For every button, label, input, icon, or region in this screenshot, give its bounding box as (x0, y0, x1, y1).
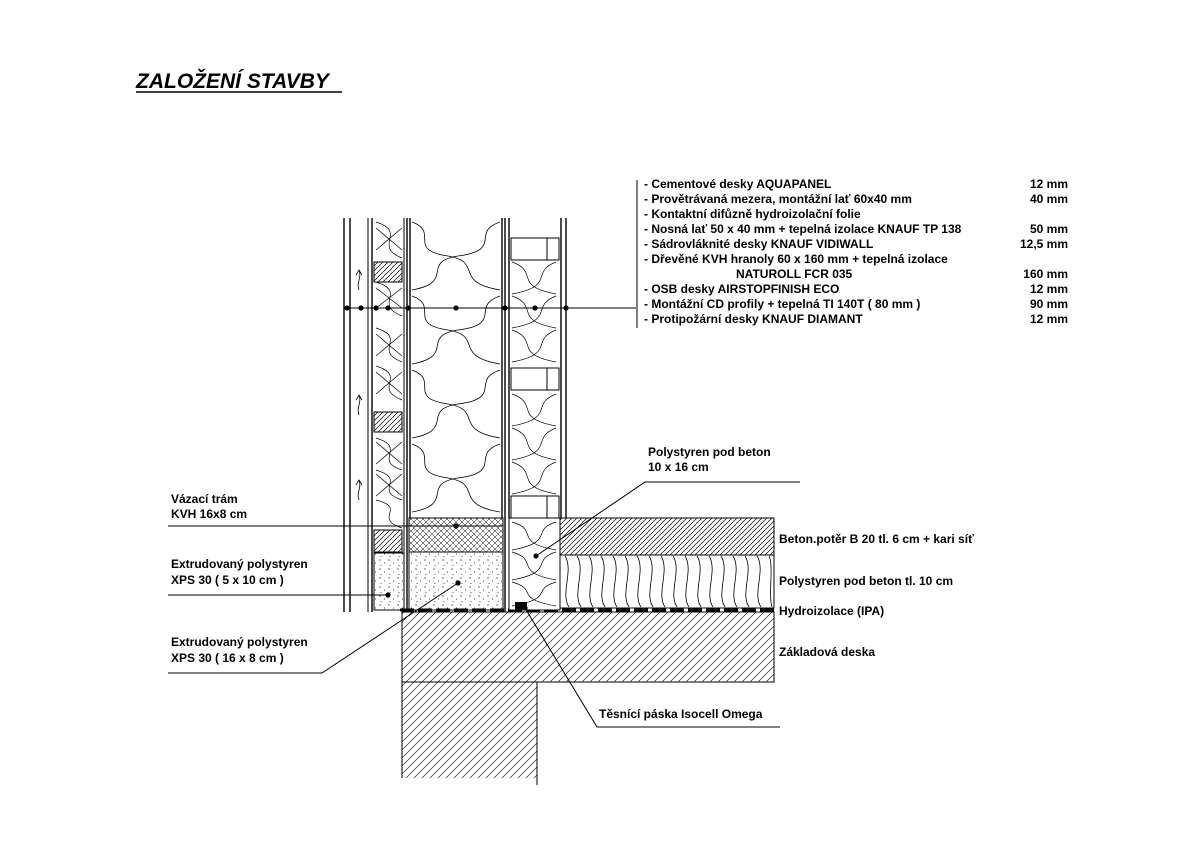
layer-name: NATUROLL FCR 035 (736, 267, 853, 281)
callout-label: Polystyren pod beton (648, 445, 771, 459)
callout-label: Základová deska (779, 645, 875, 659)
callout-xps-large: Extrudovaný polystyren XPS 30 ( 16 x 8 c… (168, 580, 461, 674)
callout-label: XPS 30 ( 5 x 10 cm ) (171, 573, 284, 587)
foundation-slab (401, 611, 775, 785)
callout-polystyrene-under-concrete: Polystyren pod beton 10 x 16 cm (533, 445, 800, 559)
layer-name: - Cementové desky AQUAPANEL (644, 177, 831, 191)
layer-name: - Dřevěné KVH hranoly 60 x 160 mm + tepe… (644, 252, 948, 266)
callout-label: Polystyren pod beton tl. 10 cm (779, 574, 953, 588)
floor-polystyrene (559, 554, 775, 609)
layer-name: - Kontaktní difůzně hydroizolační folie (644, 207, 861, 221)
callout-xps-small: Extrudovaný polystyren XPS 30 ( 5 x 10 c… (168, 557, 391, 598)
layer-legend: - Cementové desky AQUAPANEL 12 mm - Prov… (644, 177, 1068, 326)
callout-foundation-slab: Základová deska (779, 645, 875, 659)
layer-thickness: 12,5 mm (1020, 237, 1068, 251)
callout-label: Beton.potěr B 20 tl. 6 cm + kari síť (779, 532, 974, 546)
callout-label: 10 x 16 cm (648, 460, 709, 474)
callout-label: Extrudovaný polystyren (171, 635, 308, 649)
callout-label: Vázací trám (171, 492, 238, 506)
layer-thickness: 12 mm (1030, 312, 1068, 326)
callout-label: Extrudovaný polystyren (171, 557, 308, 571)
layer-thickness: 12 mm (1030, 177, 1068, 191)
layer-name: - Protipožární desky KNAUF DIAMANT (644, 312, 863, 326)
page-title: ZALOŽENÍ STAVBY (135, 69, 331, 93)
callout-concrete-screed: Beton.potěr B 20 tl. 6 cm + kari síť (779, 532, 974, 546)
layer-thickness: 160 mm (1023, 267, 1068, 281)
callout-label: Těsnící páska Isocell Omega (599, 707, 763, 721)
section-indicator (344, 180, 638, 328)
callout-hydroinsulation: Hydroizolace (IPA) (779, 604, 884, 618)
callout-floor-polystyrene: Polystyren pod beton tl. 10 cm (779, 574, 953, 588)
layer-name: - Nosná lať 50 x 40 mm + tepelná izolace… (644, 222, 962, 236)
callout-label: XPS 30 ( 16 x 8 cm ) (171, 651, 284, 665)
callout-tie-beam: Vázací trám KVH 16x8 cm (168, 492, 459, 529)
layer-name: - OSB desky AIRSTOPFINISH ECO (644, 282, 839, 296)
layer-thickness: 12 mm (1030, 282, 1068, 296)
layer-name: - Provětrávaná mezera, montážní lať 60x4… (644, 192, 912, 206)
callout-label: KVH 16x8 cm (171, 507, 247, 521)
layer-name: - Sádrovláknité desky KNAUF VIDIWALL (644, 237, 873, 251)
callout-label: Hydroizolace (IPA) (779, 604, 884, 618)
callout-sealing-tape: Těsnící páska Isocell Omega (522, 605, 780, 728)
layer-thickness: 50 mm (1030, 222, 1068, 236)
wall-section (343, 218, 567, 612)
concrete-screed (559, 517, 775, 556)
layer-thickness: 90 mm (1030, 297, 1068, 311)
layer-thickness: 40 mm (1030, 192, 1068, 206)
layer-name: - Montážní CD profily + tepelná TI 140T … (644, 297, 920, 311)
